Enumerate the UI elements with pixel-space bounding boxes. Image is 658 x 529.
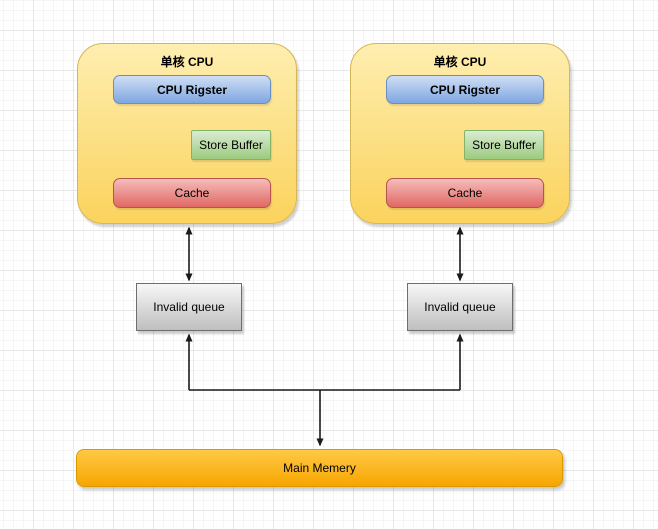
main-memory-label: Main Memery [283,461,356,475]
store-buffer-node[interactable]: Store Buffer [464,130,544,160]
cache-label: Cache [174,186,210,200]
cpu-register-node[interactable]: CPU Rigster [113,75,271,104]
cache-node[interactable]: Cache [113,178,271,208]
main-memory-node[interactable]: Main Memery [76,449,563,487]
invalid-queue-label: Invalid queue [424,300,496,314]
cpu-block-title: 单核 CPU [160,55,214,69]
store-buffer-label: Store Buffer [199,138,263,152]
cpu-register-label: CPU Rigster [429,82,500,97]
invalid-queue-node-2[interactable]: Invalid queue [407,283,513,331]
cache-label: Cache [447,186,483,200]
cpu-block-2[interactable]: 单核 CPU CPU Rigster Store Buffer Cache [350,43,570,224]
cpu-register-node[interactable]: CPU Rigster [386,75,544,104]
store-buffer-node[interactable]: Store Buffer [191,130,271,160]
cpu-block-title: 单核 CPU [433,55,487,69]
cache-node[interactable]: Cache [386,178,544,208]
invalid-queue-node-1[interactable]: Invalid queue [136,283,242,331]
cpu-block-1[interactable]: 单核 CPU CPU Rigster Store Buffer Cache [77,43,297,224]
cpu-register-label: CPU Rigster [156,82,227,97]
store-buffer-label: Store Buffer [472,138,536,152]
invalid-queue-label: Invalid queue [153,300,225,314]
